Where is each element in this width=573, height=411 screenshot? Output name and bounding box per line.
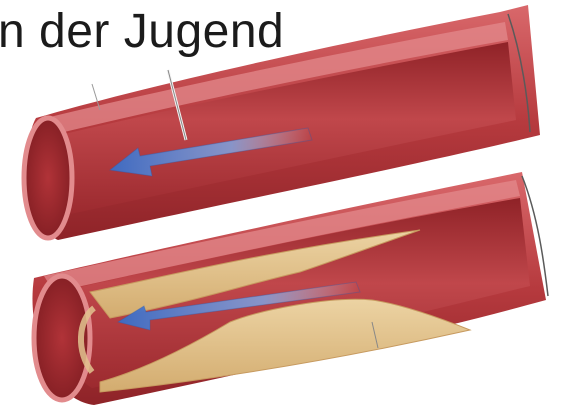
healthy-artery-end-opening: [24, 118, 72, 238]
